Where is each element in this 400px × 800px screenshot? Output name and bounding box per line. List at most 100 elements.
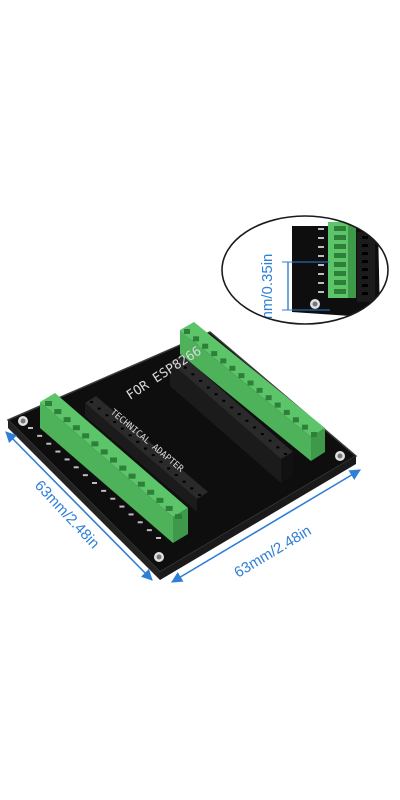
screw-slot (220, 358, 227, 364)
arrow-icon (5, 431, 153, 581)
pin-mark (146, 529, 152, 532)
header-hole (198, 494, 201, 496)
pin-mark (73, 466, 79, 469)
screw-slot (334, 235, 346, 240)
pin-mark (318, 282, 324, 284)
screw-slot (175, 514, 182, 519)
pin-mark (28, 427, 33, 429)
pin-mark (318, 246, 324, 248)
screw-slot (82, 433, 90, 439)
screw-slot (193, 336, 200, 342)
screw-slot (91, 441, 99, 447)
screw-slot (137, 481, 145, 487)
pin-mark (156, 537, 161, 539)
depth-label: 63mm/2.48in (231, 522, 314, 581)
pin-mark (318, 264, 324, 266)
screw-slot (128, 473, 136, 479)
header-hole (222, 399, 226, 402)
screw-slot (334, 289, 346, 294)
screw-slot (202, 343, 209, 349)
header-hole (284, 453, 287, 455)
header-hole (136, 440, 140, 443)
header-hole (362, 252, 368, 255)
header-hole (190, 487, 194, 490)
header-hole (362, 260, 368, 263)
screw-slot (119, 465, 127, 471)
header-hole (199, 379, 203, 382)
pin-mark (101, 489, 107, 492)
arrow-icon (171, 469, 361, 583)
pin-mark (55, 450, 61, 453)
header-hole (276, 446, 280, 449)
header-hole (144, 447, 147, 450)
header-hole (159, 460, 163, 463)
screw-slot (283, 409, 290, 415)
header-hole (206, 386, 210, 389)
screw-slot (211, 351, 218, 357)
header-hole (174, 474, 178, 477)
header-hole (362, 268, 368, 271)
pin-mark (318, 273, 324, 275)
header-hole (237, 413, 241, 416)
pin-mark (119, 505, 125, 508)
screw-slot (334, 262, 346, 267)
screw-slot (63, 417, 71, 423)
terminal-block-back (180, 322, 325, 461)
screw-slot (238, 373, 245, 379)
pin-mark (82, 474, 88, 477)
screw-slot (274, 402, 281, 408)
terminal-label: 9mm/0.35in (259, 254, 276, 332)
pin-mark (137, 521, 143, 524)
header-hole (230, 406, 233, 409)
screw-slot (165, 505, 173, 511)
screw-slot (184, 329, 190, 334)
screw-slot (311, 432, 317, 437)
header-hole (105, 414, 109, 417)
screw-slot (334, 280, 346, 285)
header-hole (362, 244, 368, 247)
header-hole (362, 284, 368, 287)
pin-mark (318, 255, 324, 257)
header-hole (362, 236, 368, 239)
pin-mark (128, 513, 134, 516)
header-hole (268, 439, 272, 442)
header-hole (167, 467, 171, 470)
screw-slot (72, 425, 80, 431)
header-hole (120, 427, 124, 430)
screw-slot (334, 271, 346, 276)
header-hole (90, 401, 93, 403)
screw-slot (229, 365, 236, 371)
pin-mark (110, 497, 116, 500)
header-hole (183, 366, 187, 369)
screw-slot (301, 424, 308, 430)
screw-slot (110, 457, 117, 463)
header-hole (182, 480, 186, 483)
screw-slot (156, 497, 164, 503)
pin-mark (92, 482, 97, 484)
pin-mark (37, 434, 43, 437)
screw-slot (54, 409, 62, 415)
pin-mark (318, 237, 324, 239)
screw-slot (45, 401, 52, 406)
screw-slot (334, 226, 346, 231)
header-hole (260, 433, 264, 436)
screw-slot (334, 253, 346, 258)
screw-slot (334, 244, 346, 249)
header-hole (97, 407, 101, 410)
header-hole (362, 292, 368, 295)
screw-slot (147, 489, 155, 495)
header-hole (214, 393, 218, 396)
pin-mark (46, 442, 52, 445)
header-hole (362, 276, 368, 279)
header-hole (151, 454, 155, 457)
header-hole (191, 373, 195, 376)
screw-slot (256, 387, 263, 393)
header-hole (176, 360, 179, 362)
header-hole (245, 419, 249, 422)
header-hole (253, 426, 257, 429)
header-hole (113, 420, 117, 423)
pin-mark (64, 458, 70, 461)
pin-mark (318, 291, 324, 293)
